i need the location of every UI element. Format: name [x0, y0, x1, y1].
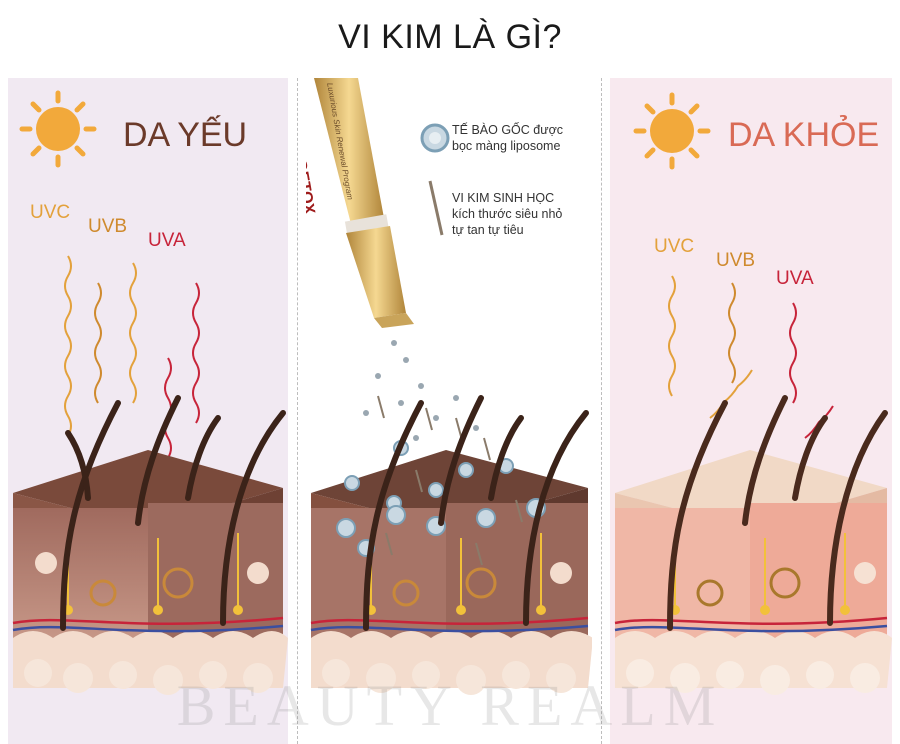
sun-icon — [633, 92, 711, 170]
stem-cell-icon — [420, 123, 450, 153]
uvc-label: UVC — [654, 236, 695, 257]
legend-stem-cell-line1: TẾ BÀO GỐC được — [452, 123, 564, 137]
uvb-label: UVB — [716, 250, 756, 271]
legend-needle-line1: VI KIM SINH HỌC — [452, 191, 555, 205]
uva-label: UVA — [148, 230, 186, 251]
uvb-ray — [728, 282, 736, 384]
sun-icon — [19, 90, 97, 168]
regetox-tube — [314, 78, 414, 328]
skin-block — [12, 450, 288, 695]
uva-ray — [789, 302, 797, 404]
weak-skin-illustration — [12, 90, 288, 695]
healthy-skin-heading: DA KHỎE — [728, 116, 880, 154]
bio-needles — [377, 395, 523, 566]
panel-healthy-skin: DA KHỎE UVC UVB UVA — [610, 78, 892, 744]
particles — [363, 340, 479, 441]
panel-microneedle: REGETOX Luxurious Skin Renewal Program T… — [306, 78, 592, 744]
uva-ray — [192, 282, 200, 424]
skin-block — [310, 450, 592, 695]
uvc-ray — [668, 275, 676, 397]
panel-weak-skin: DA YẾU UVC UVB UVA — [8, 78, 288, 744]
watermark: BEAUTY REALM — [176, 673, 724, 738]
uva-label: UVA — [776, 268, 814, 289]
legend-stem-cell-line2: bọc màng liposome — [452, 139, 561, 153]
page-title: VI KIM LÀ GÌ? — [338, 18, 562, 56]
needle-icon — [428, 180, 444, 236]
legend-needle-line3: tự tan tự tiêu — [452, 223, 524, 237]
legend-needle: VI KIM SINH HỌC kích thước siêu nhỏ tự t… — [452, 190, 562, 238]
uvb-ray — [94, 282, 102, 404]
divider-1 — [297, 78, 298, 744]
weak-skin-heading: DA YẾU — [123, 116, 248, 154]
healthy-skin-illustration — [614, 92, 892, 695]
uvb-label: UVB — [88, 216, 128, 237]
legend-needle-line2: kích thước siêu nhỏ — [452, 207, 563, 221]
uvc-label: UVC — [30, 202, 71, 223]
reflected-ray — [709, 369, 753, 419]
uvc-ray — [64, 255, 72, 437]
divider-2 — [601, 78, 602, 744]
legend-stem-cell: TẾ BÀO GỐC được bọc màng liposome — [452, 122, 563, 154]
uvb-ray-2 — [129, 262, 137, 404]
microneedle-illustration — [310, 78, 592, 695]
